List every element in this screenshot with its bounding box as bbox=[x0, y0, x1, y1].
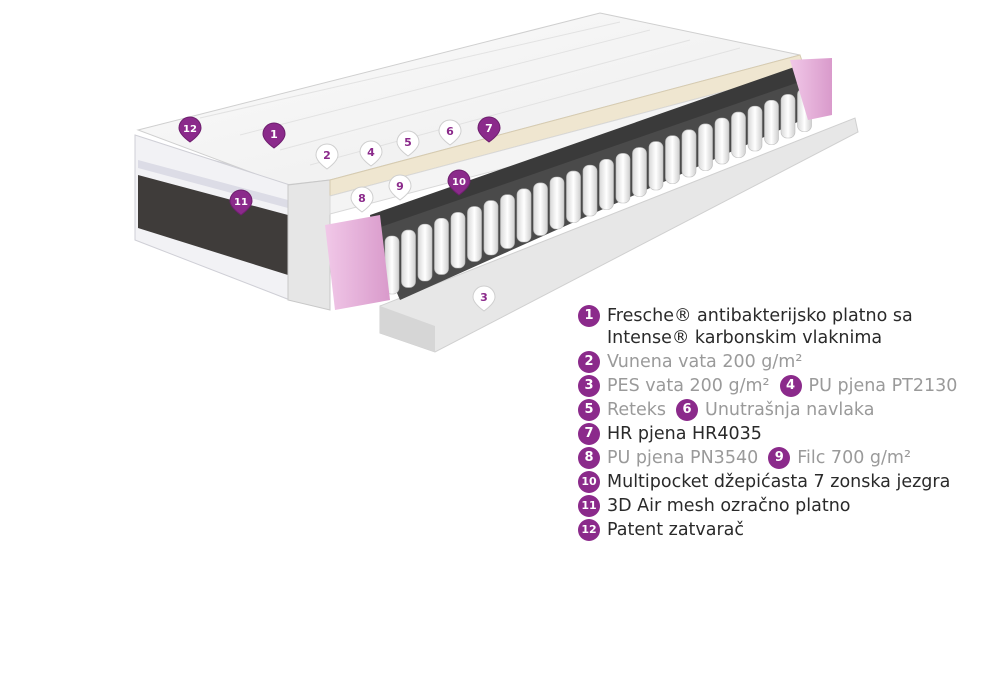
spring-coil bbox=[549, 176, 565, 230]
callout-number: 9 bbox=[396, 180, 404, 193]
legend-text: Patent zatvarač bbox=[607, 520, 745, 540]
legend-text: Multipocket džepićasta 7 zonska jezgra bbox=[607, 472, 951, 492]
callout-number: 6 bbox=[446, 125, 454, 138]
legend-text: Fresche® antibakterijsko platno sa bbox=[607, 306, 913, 326]
legend-item-1-cont: Intense® karbonskim vlaknima bbox=[578, 326, 988, 350]
legend-item-8-9: 8 PU pjena PN3540 9 Filc 700 g/m² bbox=[578, 446, 988, 470]
number-badge: 4 bbox=[779, 375, 802, 397]
legend-item-1: 1 Fresche® antibakterijsko platno sa bbox=[578, 304, 988, 328]
callout-pin-5: 5 bbox=[396, 130, 420, 157]
callout-pin-12: 12 bbox=[178, 116, 202, 143]
legend-item-10: 10 Multipocket džepićasta 7 zonska jezgr… bbox=[578, 470, 988, 494]
legend-text: PES vata 200 g/m² bbox=[607, 376, 770, 396]
spring-coil bbox=[566, 170, 581, 223]
spring-coil bbox=[714, 117, 730, 165]
legend-text: Unutrašnja navlaka bbox=[705, 400, 875, 420]
callout-number: 12 bbox=[183, 124, 197, 135]
callout-number: 4 bbox=[367, 146, 375, 159]
spring-coil bbox=[467, 206, 482, 262]
legend-text: Intense® karbonskim vlaknima bbox=[607, 328, 883, 348]
number-badge: 12 bbox=[578, 519, 600, 541]
callout-pin-6: 6 bbox=[438, 119, 462, 146]
legend: 1 Fresche® antibakterijsko platno sa Int… bbox=[578, 304, 988, 542]
spring-coil bbox=[599, 159, 614, 210]
callout-pin-10: 10 bbox=[447, 169, 471, 196]
legend-item-12: 12 Patent zatvarač bbox=[578, 518, 988, 542]
spring-coil bbox=[731, 111, 746, 158]
callout-number: 3 bbox=[480, 291, 488, 304]
callout-number: 8 bbox=[358, 192, 366, 205]
callout-pin-2: 2 bbox=[315, 143, 339, 170]
spring-coil bbox=[665, 135, 680, 184]
spring-coil bbox=[698, 123, 713, 171]
spring-coil bbox=[681, 129, 697, 178]
number-badge: 6 bbox=[676, 399, 699, 421]
legend-text: 3D Air mesh ozračno platno bbox=[607, 496, 851, 516]
callout-number: 7 bbox=[485, 122, 493, 135]
number-badge: 5 bbox=[578, 399, 600, 421]
legend-text: Vunena vata 200 g/m² bbox=[607, 352, 803, 372]
legend-text: PU pjena PT2130 bbox=[808, 376, 958, 396]
number-badge: 7 bbox=[578, 423, 600, 445]
spring-coil bbox=[434, 218, 449, 275]
spring-coil bbox=[450, 212, 466, 269]
number-badge: 11 bbox=[578, 495, 600, 517]
legend-text: HR pjena HR4035 bbox=[607, 424, 762, 444]
spring-coil bbox=[401, 229, 416, 288]
legend-text: Reteks bbox=[607, 400, 667, 420]
callout-pin-3: 3 bbox=[472, 285, 496, 312]
callout-pin-9: 9 bbox=[388, 174, 412, 201]
callout-number: 1 bbox=[270, 128, 278, 141]
callout-pin-1: 1 bbox=[262, 122, 286, 149]
callout-number: 11 bbox=[234, 197, 248, 208]
callout-pin-4: 4 bbox=[359, 140, 383, 167]
callout-number: 10 bbox=[452, 177, 466, 188]
spring-coil bbox=[632, 147, 647, 197]
legend-item-2: 2 Vunena vata 200 g/m² bbox=[578, 350, 988, 374]
spring-coil bbox=[648, 141, 664, 191]
number-badge: 10 bbox=[578, 471, 600, 493]
spring-coil bbox=[533, 182, 548, 236]
callout-number: 5 bbox=[404, 136, 412, 149]
spring-coil bbox=[500, 194, 515, 249]
callout-pin-11: 11 bbox=[229, 189, 253, 216]
quilted-top-cover bbox=[136, 12, 801, 186]
number-badge: 8 bbox=[578, 447, 600, 469]
spring-coil bbox=[780, 94, 796, 139]
callout-number: 2 bbox=[323, 149, 331, 162]
callout-pin-8: 8 bbox=[350, 186, 374, 213]
spring-coil bbox=[483, 200, 499, 256]
spring-coil bbox=[764, 100, 779, 145]
callout-pin-7: 7 bbox=[477, 116, 501, 143]
legend-item-5-6: 5 Reteks 6 Unutrašnja navlaka bbox=[578, 398, 988, 422]
pocket-spring-core bbox=[368, 65, 820, 300]
number-badge: 2 bbox=[578, 351, 600, 373]
legend-text: PU pjena PN3540 bbox=[607, 448, 759, 468]
pink-edge-foam bbox=[325, 58, 832, 310]
legend-item-11: 11 3D Air mesh ozračno platno bbox=[578, 494, 988, 518]
spring-coil bbox=[747, 105, 763, 152]
spring-coil bbox=[615, 153, 631, 204]
legend-item-3-4: 3 PES vata 200 g/m² 4 PU pjena PT2130 bbox=[578, 374, 988, 398]
spring-coil bbox=[582, 164, 598, 217]
legend-text: Filc 700 g/m² bbox=[797, 448, 911, 468]
number-badge: 3 bbox=[578, 375, 600, 397]
spring-coil bbox=[516, 188, 532, 243]
number-badge: 9 bbox=[768, 447, 791, 469]
spring-coil bbox=[417, 223, 433, 282]
number-badge: 1 bbox=[578, 305, 600, 327]
legend-item-7: 7 HR pjena HR4035 bbox=[578, 422, 988, 446]
